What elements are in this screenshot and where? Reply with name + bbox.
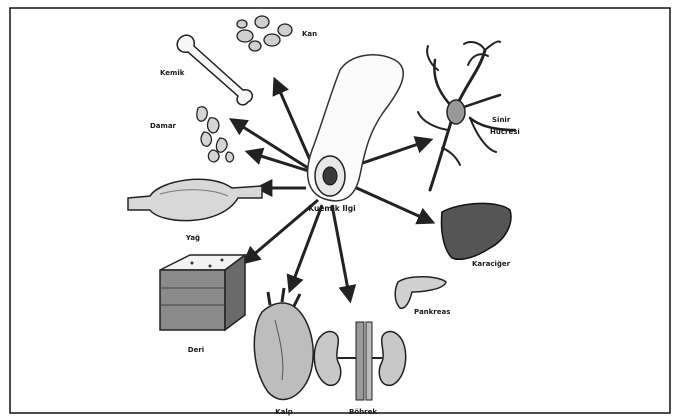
label-heart: Kalp	[275, 408, 293, 416]
label-bone: Kemik	[160, 69, 185, 77]
label-liver: Karaciğer	[472, 260, 511, 268]
center-label: Kuemik Ilgi	[308, 204, 355, 213]
label-skin: Deri	[188, 346, 204, 354]
label-nerve-line1: Sinir	[492, 116, 511, 124]
label-vessel: Damar	[150, 122, 177, 130]
label-blood: Kan	[302, 30, 317, 38]
label-nerve-line2: Hücresi	[490, 128, 520, 136]
label-fat: Yağ	[185, 234, 200, 242]
label-pancreas: Pankreas	[414, 308, 450, 316]
stem-cell-nucleus	[323, 167, 337, 185]
label-kidney: Böbrek	[349, 408, 377, 416]
skin-block-icon	[160, 255, 245, 330]
